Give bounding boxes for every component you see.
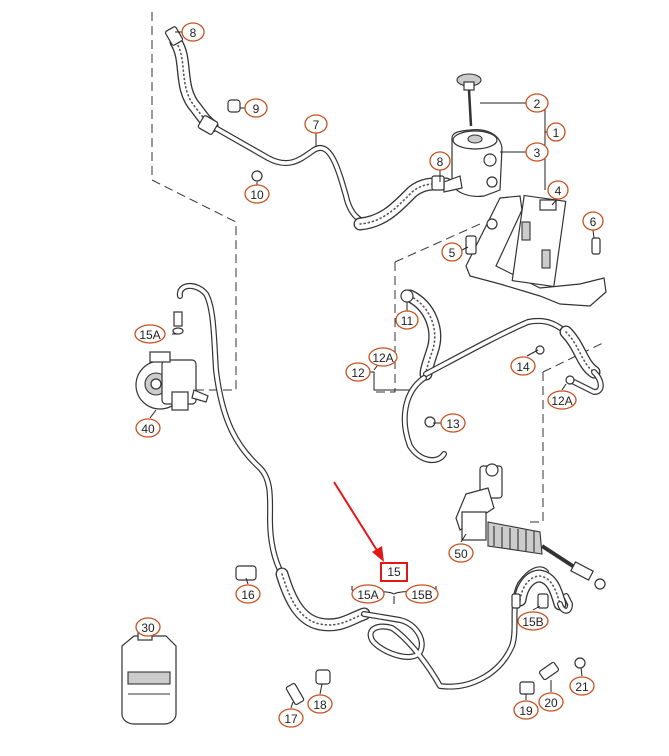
fluid-container xyxy=(121,629,177,725)
steering-rack xyxy=(455,463,606,590)
callout-11[interactable]: 11 xyxy=(395,310,419,330)
callout-15A-bottom[interactable]: 15A xyxy=(351,584,385,604)
callout-12A-left[interactable]: 12A xyxy=(368,347,398,367)
fluid-reservoir xyxy=(443,73,503,197)
callout-6[interactable]: 6 xyxy=(582,211,604,231)
svg-text:16: 16 xyxy=(241,588,255,602)
callout-15-highlighted[interactable]: 15 xyxy=(380,562,408,582)
callout-21[interactable]: 21 xyxy=(569,676,595,696)
svg-text:20: 20 xyxy=(544,696,558,710)
svg-text:15: 15 xyxy=(387,565,401,579)
svg-text:15B: 15B xyxy=(411,588,432,602)
callout-9[interactable]: 9 xyxy=(244,98,268,118)
svg-text:9: 9 xyxy=(253,102,260,116)
callout-18[interactable]: 18 xyxy=(307,694,333,714)
svg-text:40: 40 xyxy=(141,422,155,436)
callout-40[interactable]: 40 xyxy=(135,418,161,438)
svg-text:10: 10 xyxy=(250,188,264,202)
svg-text:11: 11 xyxy=(401,314,414,328)
svg-text:8: 8 xyxy=(190,26,197,40)
callout-12A-right[interactable]: 12A xyxy=(547,390,577,410)
svg-text:15A: 15A xyxy=(139,328,160,342)
svg-text:15A: 15A xyxy=(357,588,378,602)
svg-text:12A: 12A xyxy=(372,351,393,365)
assembly-boundary-lines xyxy=(150,12,606,523)
callout-17[interactable]: 17 xyxy=(278,708,304,728)
callout-15B-bottom[interactable]: 15B xyxy=(405,584,439,604)
callout-8-top[interactable]: 8 xyxy=(181,22,205,42)
callout-20[interactable]: 20 xyxy=(538,692,564,712)
svg-text:2: 2 xyxy=(534,97,541,111)
power-steering-pump xyxy=(135,311,209,411)
highlight-arrow xyxy=(333,481,384,562)
svg-text:21: 21 xyxy=(575,680,589,694)
svg-text:7: 7 xyxy=(313,118,320,132)
callout-12[interactable]: 12 xyxy=(345,362,371,382)
pressure-line-assembly xyxy=(176,283,573,690)
reservoir-bracket xyxy=(465,194,607,307)
callout-50[interactable]: 50 xyxy=(448,543,474,563)
callout-7[interactable]: 7 xyxy=(304,114,328,134)
callout-30[interactable]: 30 xyxy=(135,617,161,637)
svg-text:6: 6 xyxy=(590,215,597,229)
svg-text:12A: 12A xyxy=(551,394,572,408)
svg-text:50: 50 xyxy=(454,547,468,561)
svg-text:15B: 15B xyxy=(522,615,543,629)
callout-14[interactable]: 14 xyxy=(510,356,536,376)
svg-text:13: 13 xyxy=(446,417,460,431)
svg-text:14: 14 xyxy=(516,360,530,374)
callout-16[interactable]: 16 xyxy=(235,584,261,604)
callout-4[interactable]: 4 xyxy=(547,180,569,200)
callout-8-mid[interactable]: 8 xyxy=(429,151,451,171)
callout-15B-right[interactable]: 15B xyxy=(517,611,549,631)
svg-text:5: 5 xyxy=(449,246,456,260)
callout-3[interactable]: 3 xyxy=(525,142,549,162)
hardware-bolts-clips xyxy=(164,26,601,706)
svg-text:17: 17 xyxy=(284,712,298,726)
callout-15A-left[interactable]: 15A xyxy=(134,324,166,344)
return-line-assembly xyxy=(401,289,604,464)
callout-5[interactable]: 5 xyxy=(441,242,463,262)
svg-text:18: 18 xyxy=(313,698,327,712)
svg-text:19: 19 xyxy=(519,704,533,718)
svg-text:12: 12 xyxy=(351,366,365,380)
callout-2[interactable]: 2 xyxy=(525,93,549,113)
callout-10[interactable]: 10 xyxy=(244,184,270,204)
svg-text:3: 3 xyxy=(534,146,541,160)
hose-reservoir-to-pump xyxy=(169,35,453,231)
callout-1[interactable]: 1 xyxy=(546,122,566,142)
svg-text:30: 30 xyxy=(141,621,155,635)
svg-text:8: 8 xyxy=(437,155,444,169)
svg-text:4: 4 xyxy=(555,184,562,198)
svg-text:1: 1 xyxy=(553,126,560,140)
leader-lines xyxy=(149,31,595,709)
callout-13[interactable]: 13 xyxy=(440,413,466,433)
callout-19[interactable]: 19 xyxy=(513,700,539,720)
